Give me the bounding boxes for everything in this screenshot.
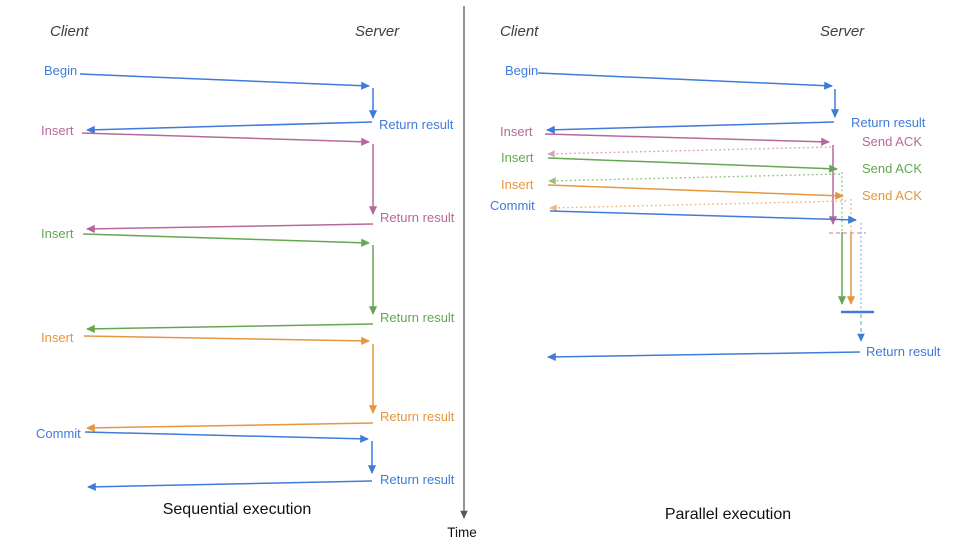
right-insert3-label: Insert: [501, 177, 534, 192]
left-commit-label: Commit: [36, 426, 81, 441]
left-insert2-return-line: [86, 323, 374, 333]
time-axis: Time: [447, 6, 477, 540]
right-insert1-label: Insert: [500, 124, 533, 139]
left-client-header: Client: [50, 23, 89, 40]
right-insert1-request-line: [544, 133, 830, 146]
left-commit-request-line: [84, 431, 369, 443]
left-panel-caption: Sequential execution: [163, 501, 312, 518]
left-insert2-result-label: Return result: [380, 310, 455, 325]
left-begin-return-line: [86, 121, 373, 134]
left-commit-return-line: [87, 480, 373, 491]
left-insert3-return-line: [86, 422, 374, 432]
right-insert2-ack-label: Send ACK: [862, 161, 922, 176]
left-insert3-request-line: [83, 335, 370, 345]
time-label: Time: [447, 525, 477, 540]
left-insert1-request-line: [81, 132, 370, 146]
right-insert1-ack-label: Send ACK: [862, 134, 922, 149]
left-begin-label: Begin: [44, 63, 77, 78]
right-insert2-ack-return-line: [548, 173, 841, 185]
right-insert3-request-line: [547, 184, 844, 200]
right-begin-request-line: [537, 72, 833, 90]
right-panel-caption: Parallel execution: [665, 506, 791, 523]
right-begin-return-line: [546, 121, 835, 134]
right-panel: Client Server Begin Return result Insert…: [490, 23, 941, 523]
left-insert1-return-line: [86, 223, 374, 233]
right-insert1-ack-return-line: [547, 146, 832, 158]
left-begin-request-line: [79, 73, 370, 90]
left-insert3-label: Insert: [41, 330, 74, 345]
right-insert2-request-line: [547, 157, 838, 173]
left-commit-result-label: Return result: [380, 472, 455, 487]
right-client-header: Client: [500, 23, 539, 40]
right-insert3-ack-return-line: [549, 200, 847, 212]
left-begin-result-label: Return result: [379, 117, 454, 132]
left-insert2-request-line: [82, 233, 370, 247]
left-insert3-result-label: Return result: [380, 409, 455, 424]
right-commit-request-line: [549, 210, 857, 224]
right-final-result-label: Return result: [866, 344, 941, 359]
left-insert1-label: Insert: [41, 123, 74, 138]
right-begin-label: Begin: [505, 63, 538, 78]
left-panel: Client Server Begin Return result Insert…: [36, 23, 455, 518]
left-server-header: Server: [355, 23, 400, 40]
right-final-return-line: [547, 351, 861, 361]
right-server-header: Server: [820, 23, 865, 40]
right-insert3-ack-label: Send ACK: [862, 188, 922, 203]
right-begin-result-label: Return result: [851, 115, 926, 130]
right-commit-label: Commit: [490, 198, 535, 213]
left-insert1-result-label: Return result: [380, 210, 455, 225]
left-insert2-label: Insert: [41, 226, 74, 241]
right-insert2-label: Insert: [501, 150, 534, 165]
